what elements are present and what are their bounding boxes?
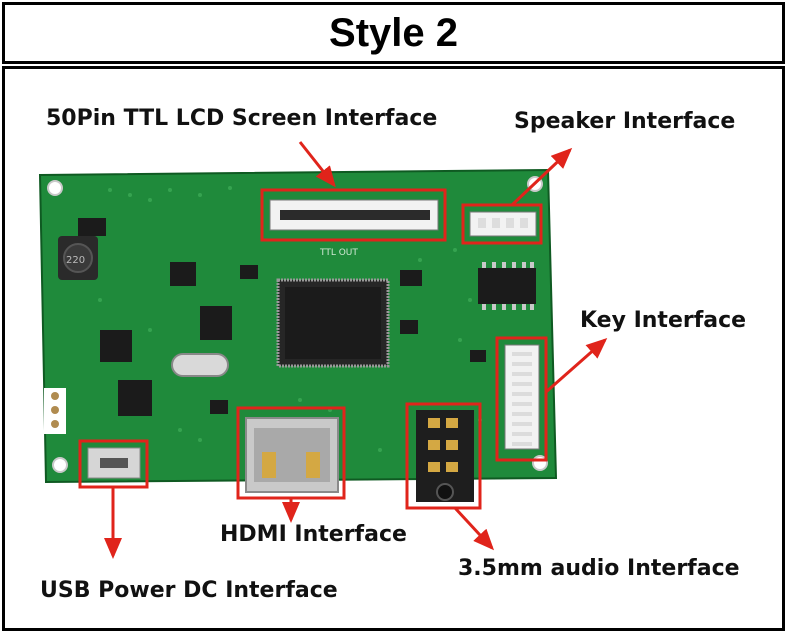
content-box [2,66,785,631]
speaker-arrow [510,147,573,207]
audio-jack-highlight [405,402,482,510]
usb-power-label: USB Power DC Interface [40,578,338,603]
speaker-connector-highlight [461,203,543,245]
audio-jack [416,410,474,502]
left-pin-header [44,388,66,434]
inductor-label: 220 [66,255,85,266]
lcd-connector-highlight [260,188,447,242]
hdmi-connector [245,417,339,493]
ttl-out-silkscreen: TTL OUT [319,248,358,258]
audio-interface-label: 3.5mm audio Interface [458,556,740,581]
title-bar: Style 2 [2,2,785,64]
key-connector-highlight [495,336,548,462]
key-interface-label: Key Interface [580,308,747,333]
hdmi-interface-label: HDMI Interface [220,522,407,547]
key-arrow [545,338,608,394]
page-title: Style 2 [329,10,458,55]
small-components [78,218,486,416]
speaker-interface-label: Speaker Interface [514,109,736,134]
mounting-hole [47,180,63,196]
usb-connector [87,447,141,479]
right-ic [478,262,536,310]
main-processor-chip [276,278,390,368]
crystal-oscillator [171,353,229,377]
lcd-interface-label: 50Pin TTL LCD Screen Interface [46,106,438,131]
lcd-arrow [298,141,336,188]
lcd-connector: TTL OUT [269,199,439,258]
audio-arrow [453,506,495,551]
inductor: 220 [58,236,98,280]
speaker-connector [469,211,537,237]
key-connector [504,344,540,450]
mounting-hole [52,457,68,473]
